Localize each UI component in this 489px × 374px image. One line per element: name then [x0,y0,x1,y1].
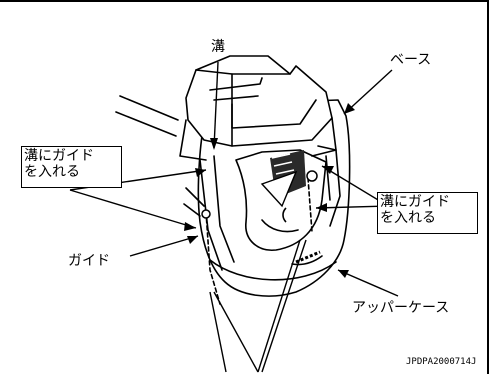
guide-label: ガイド [68,253,110,269]
insertion-marker [260,150,306,208]
right-guide-rail [317,145,341,227]
insert-guide-note-right-line2: を入れる [380,210,436,226]
groove-label: 溝 [211,39,225,55]
hidden-guide-right [307,177,313,233]
leader-lines [69,61,399,373]
base-body [185,55,333,147]
screw-right [306,170,318,182]
insert-guide-note-right: 溝にガイド を入れる [377,192,478,234]
screw-left [201,209,211,219]
insert-guide-note-right-line1: 溝にガイド [380,194,450,210]
cable [115,95,179,137]
arrowheads [184,103,355,278]
upper-case-label: アッパーケース [352,300,450,316]
hidden-guide-left [205,211,221,305]
figure-code: JPDPA2000714J [406,357,477,367]
base-label: ベース [390,52,432,68]
insert-guide-note-left-line1: 溝にガイド [24,148,94,164]
insert-guide-note-left: 溝にガイド を入れる [21,146,122,188]
insert-guide-note-left-line2: を入れる [24,164,80,180]
